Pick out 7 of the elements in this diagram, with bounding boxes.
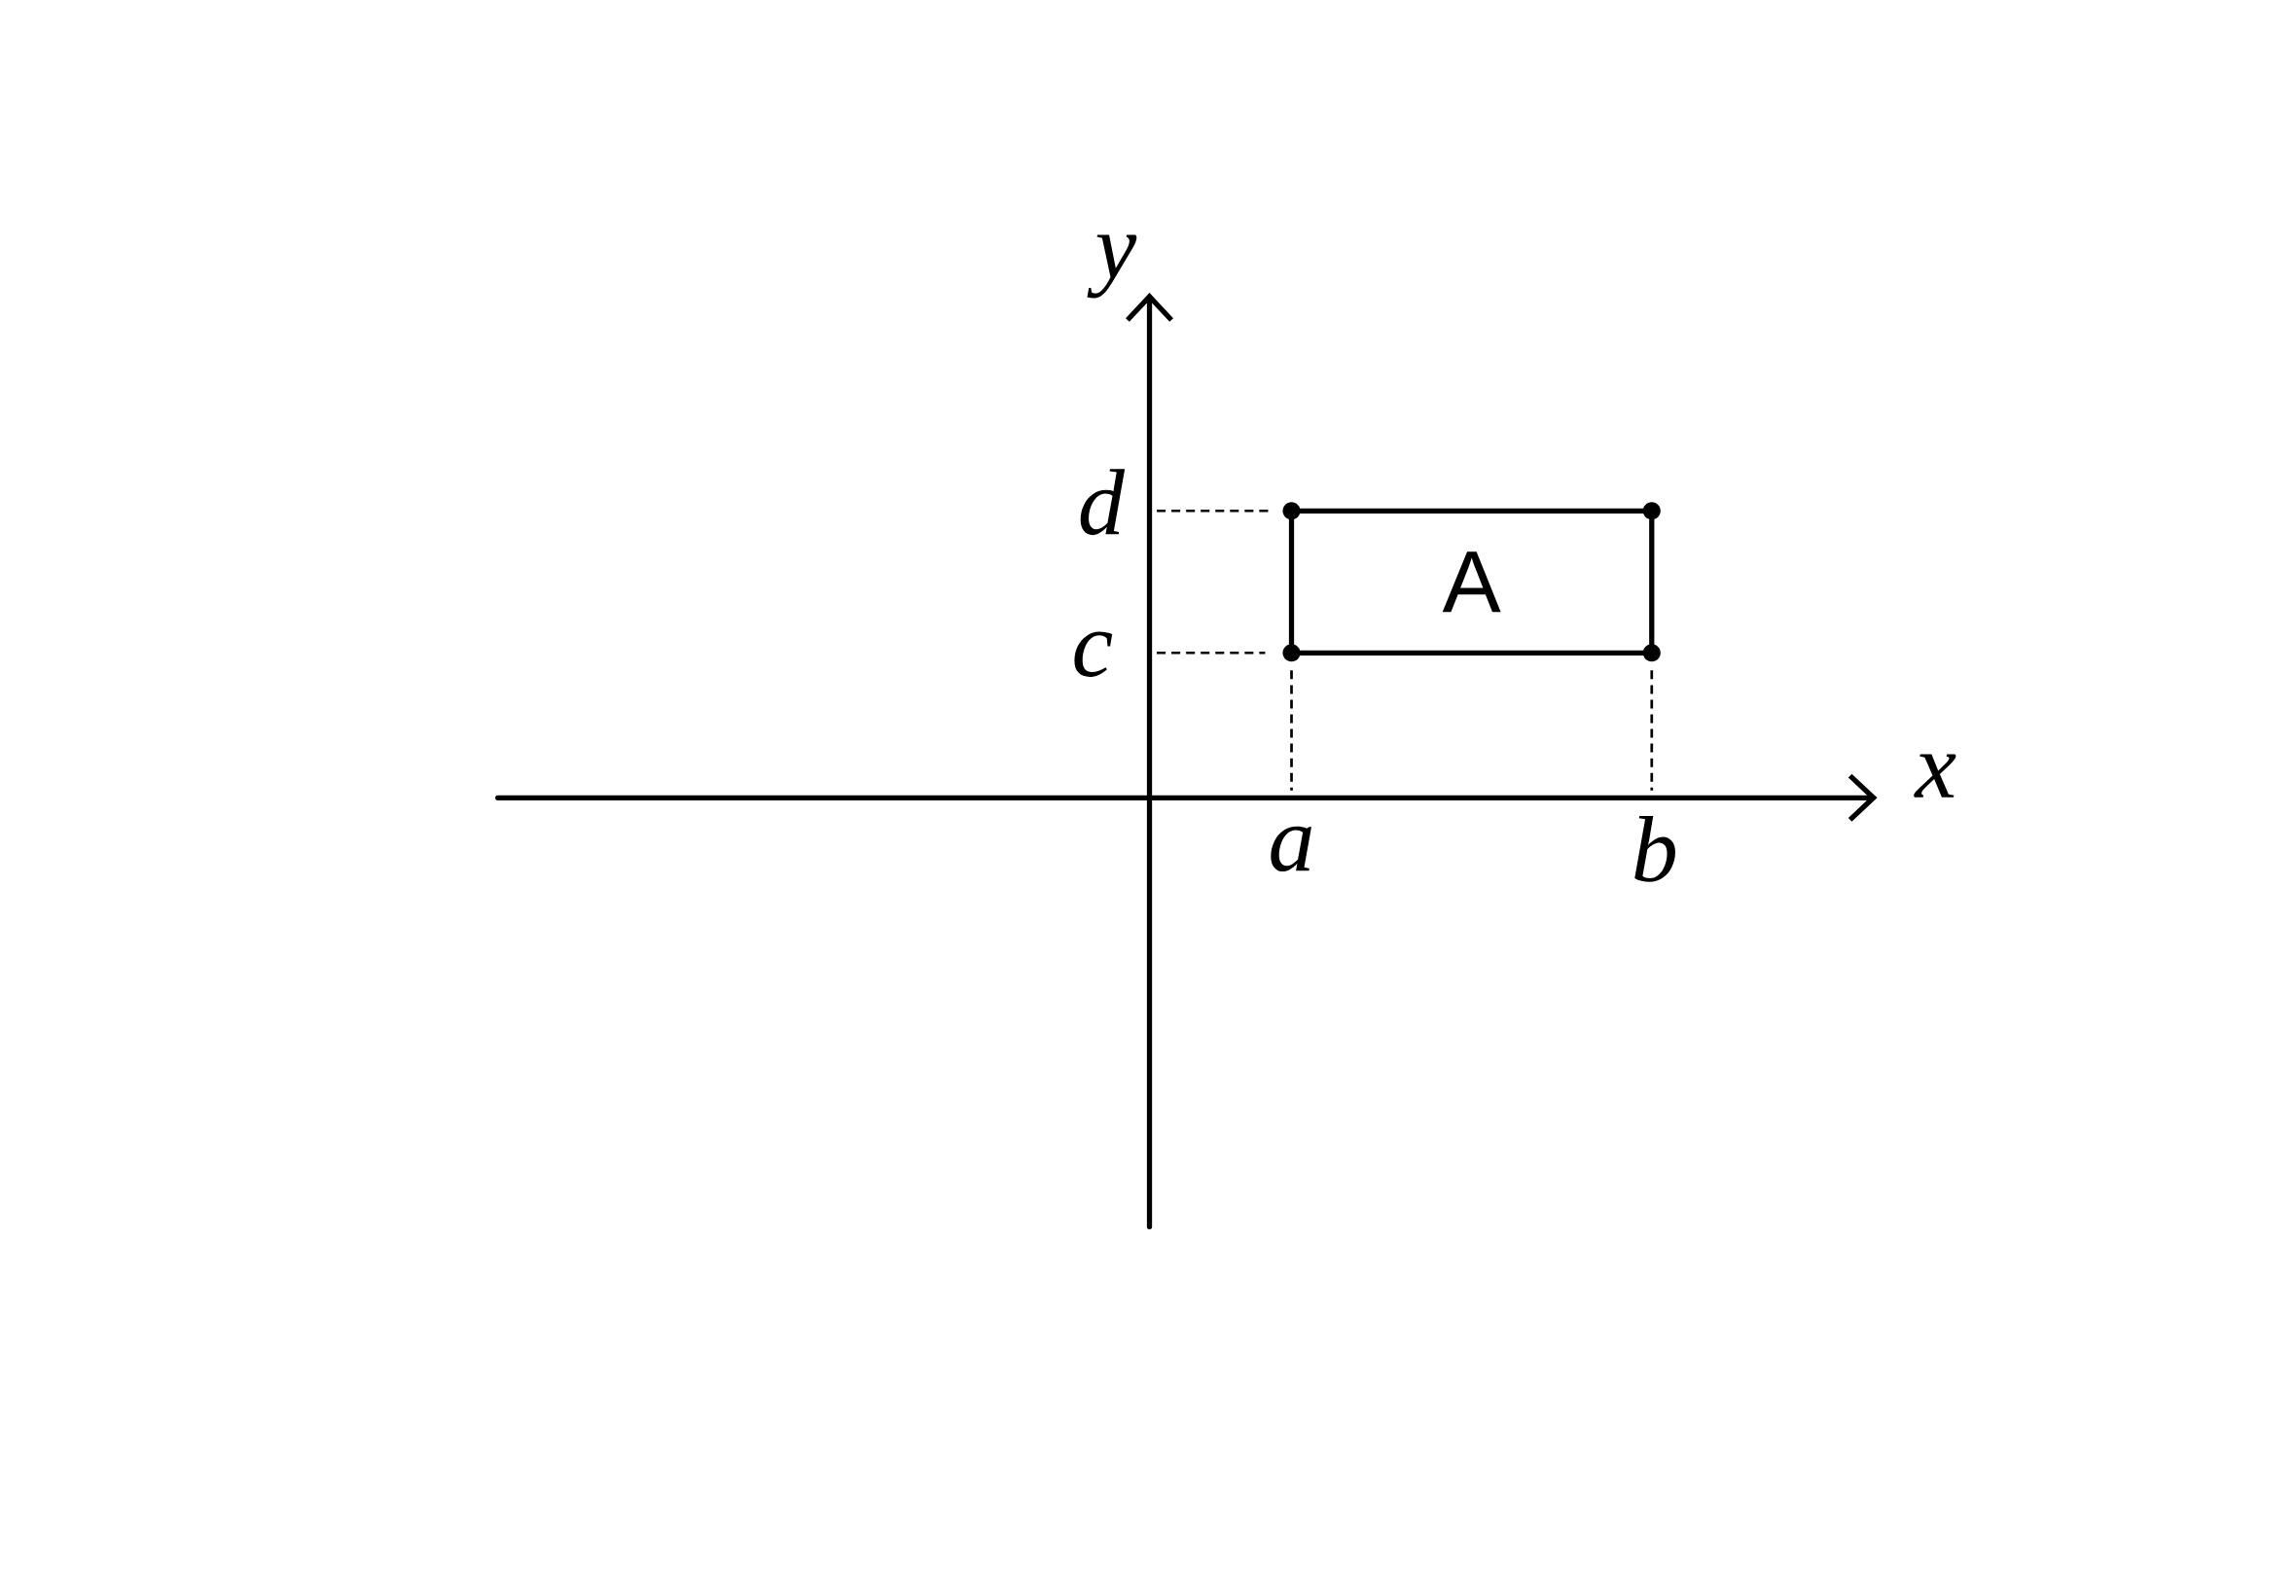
axis-label: c — [1074, 631, 1113, 678]
axis-label: x — [1914, 754, 1956, 798]
axis-label: y — [1087, 234, 1137, 299]
rectangle: A — [1288, 508, 1655, 656]
axis-label: d — [1080, 469, 1126, 536]
axis-label: a — [1271, 827, 1311, 872]
axis-label: b — [1634, 816, 1675, 883]
